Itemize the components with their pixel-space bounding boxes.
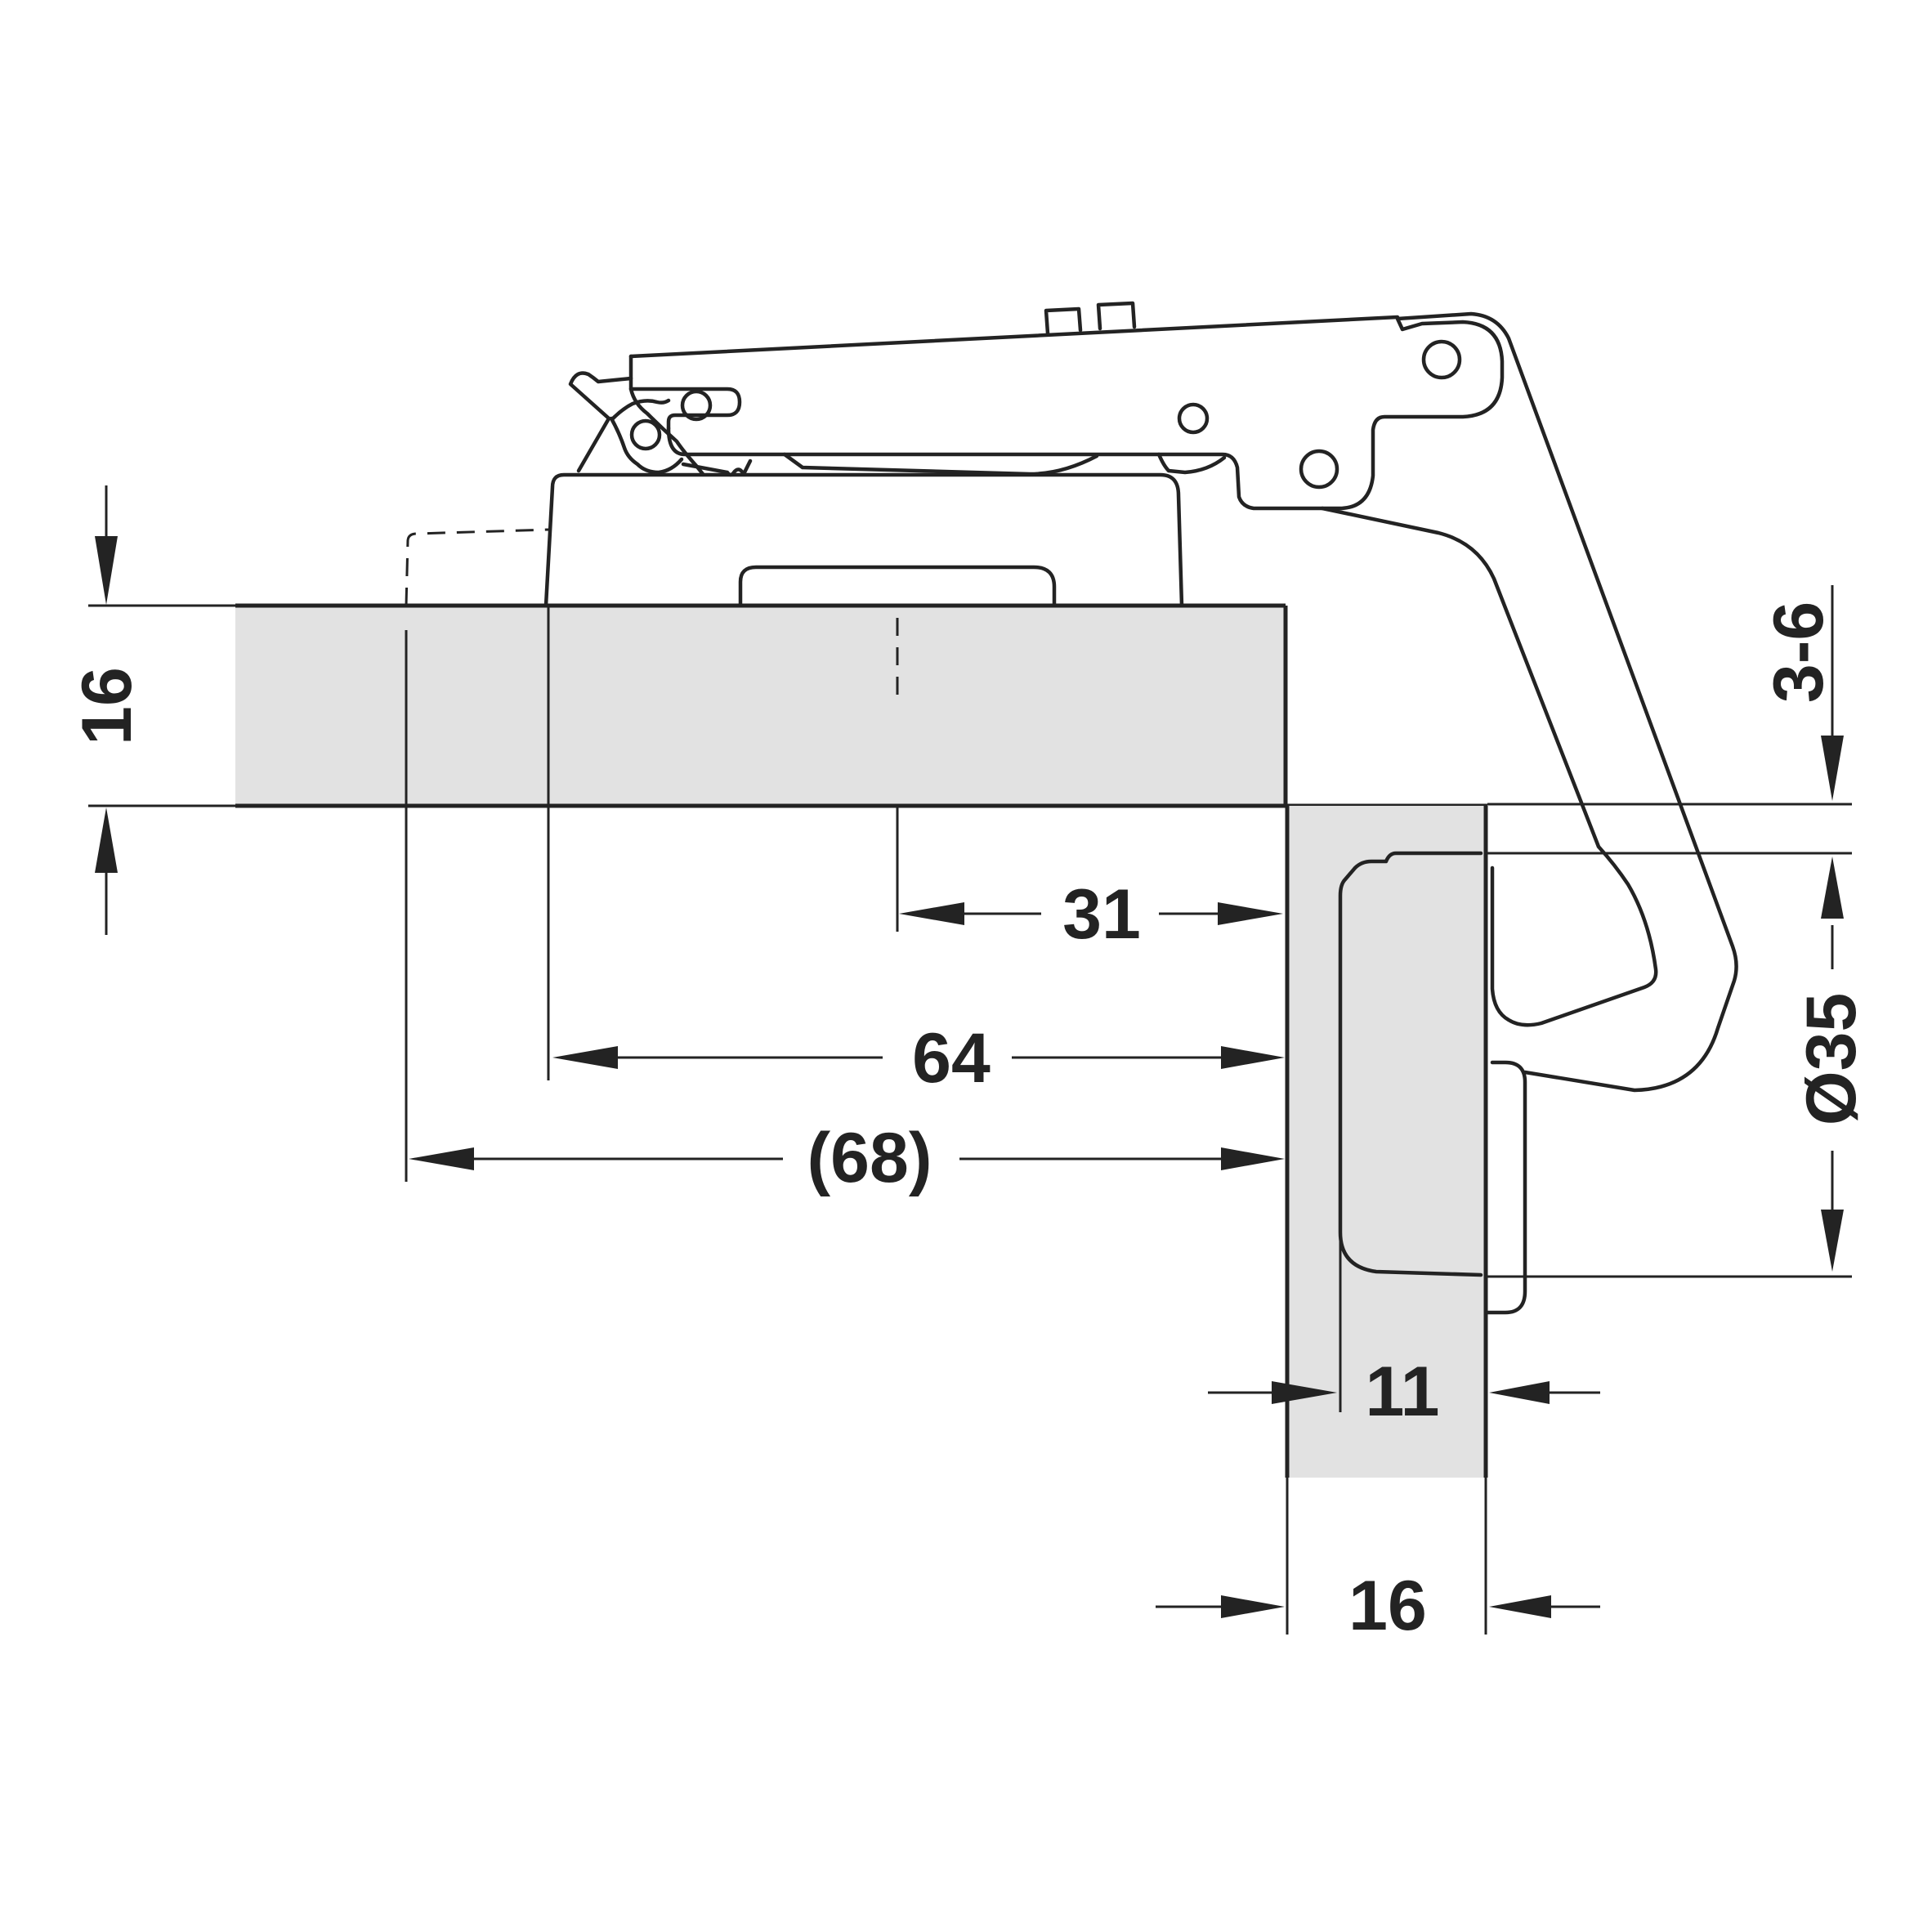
- mounting-plate: [405, 472, 1184, 608]
- hinge-cup: [1338, 851, 1527, 1315]
- dim-overall-depth: (68): [409, 1119, 1285, 1197]
- dim-label-cup-offset: 31: [1062, 875, 1141, 954]
- dim-label-door-inset: 11: [1366, 1353, 1440, 1431]
- dim-label-overlay: 3-6: [1760, 602, 1838, 703]
- dim-cup-offset: 31: [899, 875, 1283, 954]
- door-panel: [1285, 806, 1488, 1478]
- cabinet-side-panel: [235, 603, 1487, 808]
- extension-lines: [88, 604, 1852, 1635]
- dim-drill-distance: 64: [552, 1019, 1285, 1098]
- dim-label-door-thickness: 16: [1348, 1567, 1427, 1645]
- dim-overlay: 3-6: [1760, 585, 1844, 969]
- dim-door-thickness: 16: [1156, 1567, 1600, 1645]
- dim-panel-thickness-left: 16: [68, 485, 146, 935]
- dim-label-panel-thickness-left: 16: [68, 667, 146, 745]
- dim-cup-diameter: Ø35: [1792, 993, 1871, 1272]
- dim-label-cup-diameter: Ø35: [1792, 993, 1871, 1126]
- dim-label-drill-distance: 64: [912, 1019, 991, 1098]
- hinge-arm: [568, 301, 1738, 1093]
- dim-door-inset: 11: [1208, 1353, 1600, 1431]
- dim-label-overall-depth: (68): [807, 1119, 932, 1197]
